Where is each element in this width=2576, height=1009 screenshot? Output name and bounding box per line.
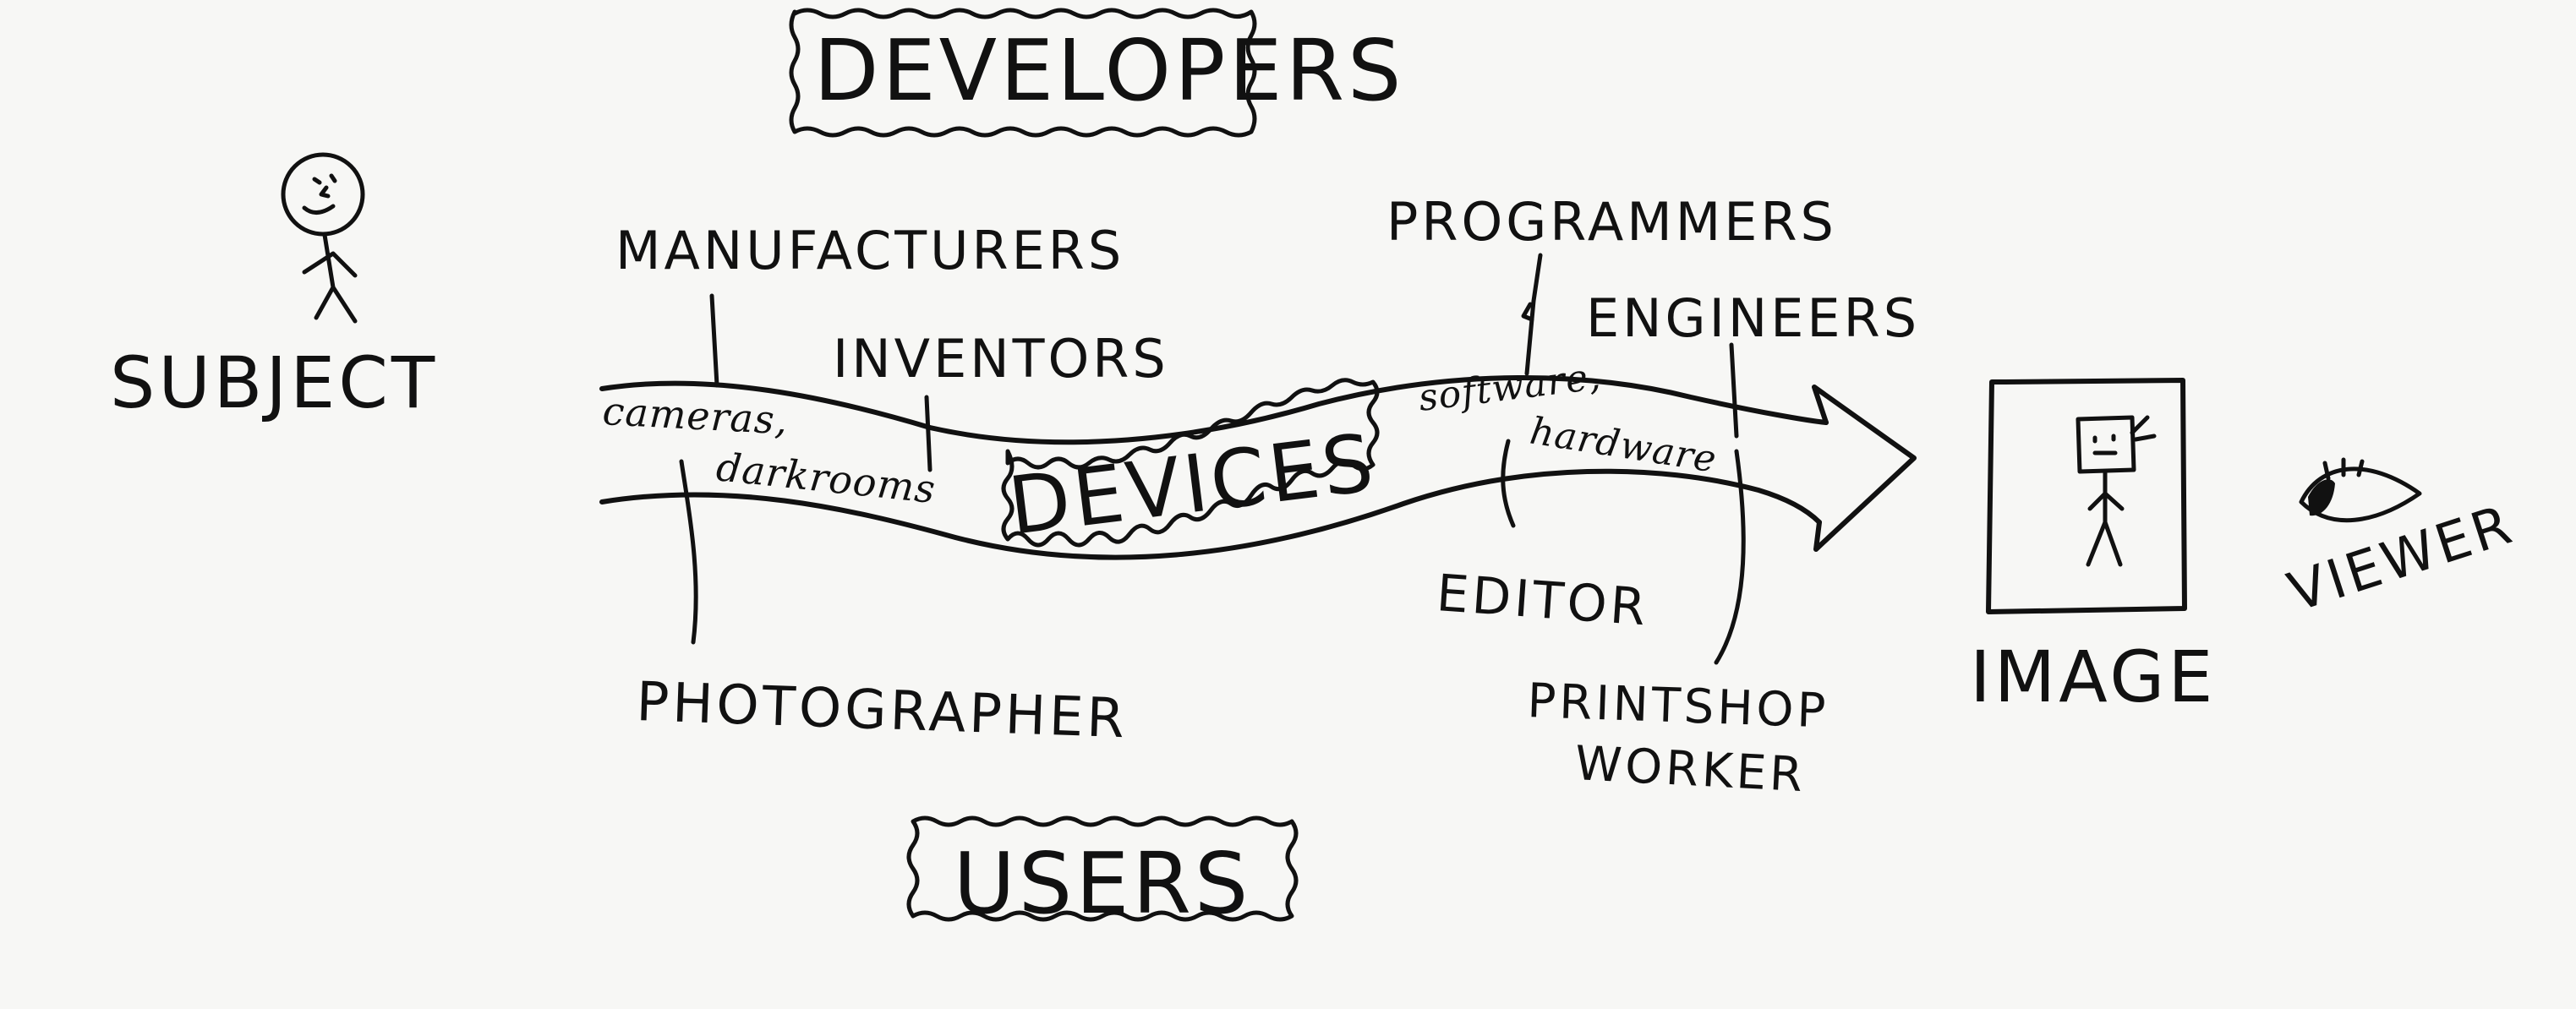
engineers-label: ENGINEERS xyxy=(1586,287,1920,349)
subject-icon xyxy=(281,152,365,324)
inventors-label: INVENTORS xyxy=(833,328,1169,390)
arrow-head xyxy=(1812,385,1917,552)
users-label: USERS xyxy=(954,834,1252,933)
subject-label: SUBJECT xyxy=(110,341,438,424)
editor-label: EDITOR xyxy=(1435,564,1651,637)
ribbon-bottom-edge xyxy=(599,468,1822,560)
printshop-label-line1: PRINTSHOP xyxy=(1527,674,1830,739)
photographer-label: PHOTOGRAPHER xyxy=(635,671,1129,750)
image-icon xyxy=(1986,378,2187,614)
users-box xyxy=(906,815,1299,922)
users-group: USERS xyxy=(906,815,1299,933)
cameras-label-line1: cameras, xyxy=(601,388,789,443)
role-connectors xyxy=(679,253,1746,665)
developers-label: DEVELOPERS xyxy=(813,21,1404,120)
printshop-label-line2: WORKER xyxy=(1573,736,1807,803)
programmers-label: PROGRAMMERS xyxy=(1386,191,1837,253)
viewer-eye-icon xyxy=(2299,457,2422,523)
image-label: IMAGE xyxy=(1970,635,2216,718)
ribbon-top-edge xyxy=(599,375,1829,445)
devices-box xyxy=(1001,378,1380,548)
developers-group: DEVELOPERS xyxy=(789,8,1404,138)
developers-box xyxy=(789,8,1257,138)
devices-ribbon-arrow xyxy=(599,375,1917,560)
cameras-label-line2: darkrooms xyxy=(714,444,938,512)
software-label-line1: software, xyxy=(1416,355,1604,420)
manufacturers-label: MANUFACTURERS xyxy=(615,220,1124,281)
